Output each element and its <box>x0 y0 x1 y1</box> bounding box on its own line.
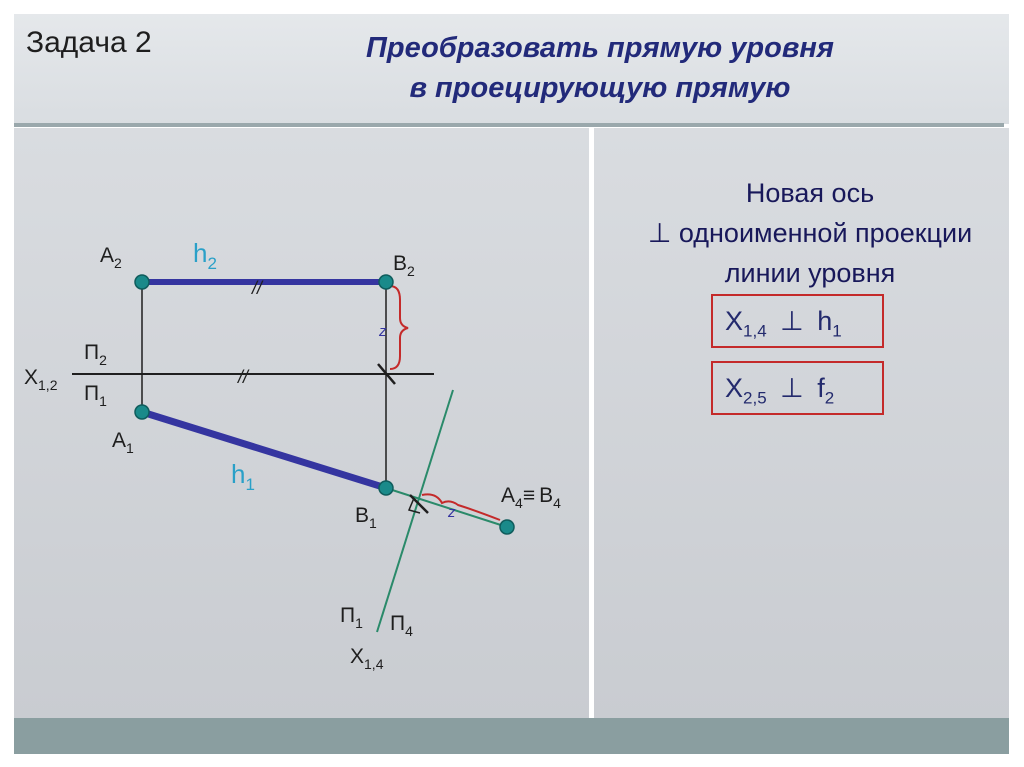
label-h2: h2 <box>193 238 217 273</box>
box-rhs-sub: 2 <box>824 388 835 408</box>
brace-z-new <box>421 493 501 521</box>
task-label: Задача 2 <box>26 26 152 59</box>
title-line-1: Преобразовать прямую уровня <box>366 32 834 64</box>
z-mark-new: z <box>447 504 456 521</box>
rule-panel <box>594 128 1009 718</box>
label-p1: П1 <box>84 382 107 409</box>
label-b2: B2 <box>393 252 415 279</box>
title-line-2: в проецирующую прямую <box>409 72 791 104</box>
rule-text: Новая ось ⊥ одноименной проекции линии у… <box>610 173 1010 293</box>
point-a4b4 <box>499 519 515 535</box>
label-x12: X1,2 <box>24 366 58 393</box>
point-a2 <box>134 274 150 290</box>
projection-line <box>385 487 508 528</box>
label-b1: B1 <box>355 504 377 531</box>
line-h1 <box>140 408 388 492</box>
box-sub: 1,4 <box>743 321 767 341</box>
header-band <box>14 14 1009 124</box>
point-a1 <box>134 404 150 420</box>
z-mark: z <box>378 323 387 340</box>
point-b1 <box>378 480 394 496</box>
equal-mark-axis: // <box>236 367 250 387</box>
brace-z <box>389 285 409 370</box>
right-angle-mark <box>407 497 421 514</box>
label-a4-b4: A4≡B4 <box>501 484 561 511</box>
rule-line-1: Новая ось <box>745 178 875 208</box>
perp-symbol: ⊥ <box>780 373 804 403</box>
slide-title: Преобразовать прямую уровня в проецирующ… <box>300 28 900 108</box>
label-x14: X1,4 <box>350 645 384 672</box>
cross-mark-x12 <box>377 363 396 385</box>
rule-line-2: ⊥ одноименной проекции <box>647 218 973 248</box>
label-h1: h1 <box>231 459 255 494</box>
box-rhs: f <box>817 373 825 403</box>
box-rhs: h <box>817 306 833 336</box>
perp-symbol: ⊥ <box>780 306 804 336</box>
rule-line-3: линии уровня <box>724 258 896 288</box>
point-b2 <box>378 274 394 290</box>
box-var: X <box>725 306 744 336</box>
box-var: X <box>725 373 744 403</box>
label-a2: A2 <box>100 244 122 271</box>
header-rule <box>14 123 1004 127</box>
rule-box-x25: X2,5 ⊥ f2 <box>711 361 884 415</box>
rule-box-x14: X1,4 ⊥ h1 <box>711 294 884 348</box>
label-p1-lower: П1 <box>340 604 363 631</box>
equal-mark-h2: // <box>250 278 264 298</box>
cross-mark-x14 <box>409 494 429 514</box>
label-p4: П4 <box>390 612 413 639</box>
panel-divider <box>589 128 592 718</box>
label-p2: П2 <box>84 341 107 368</box>
box-rhs-sub: 1 <box>832 321 842 341</box>
box-sub: 2,5 <box>743 388 767 408</box>
footer-bar <box>14 718 1009 754</box>
label-a1: A1 <box>112 429 134 456</box>
diagram-panel <box>14 128 589 718</box>
